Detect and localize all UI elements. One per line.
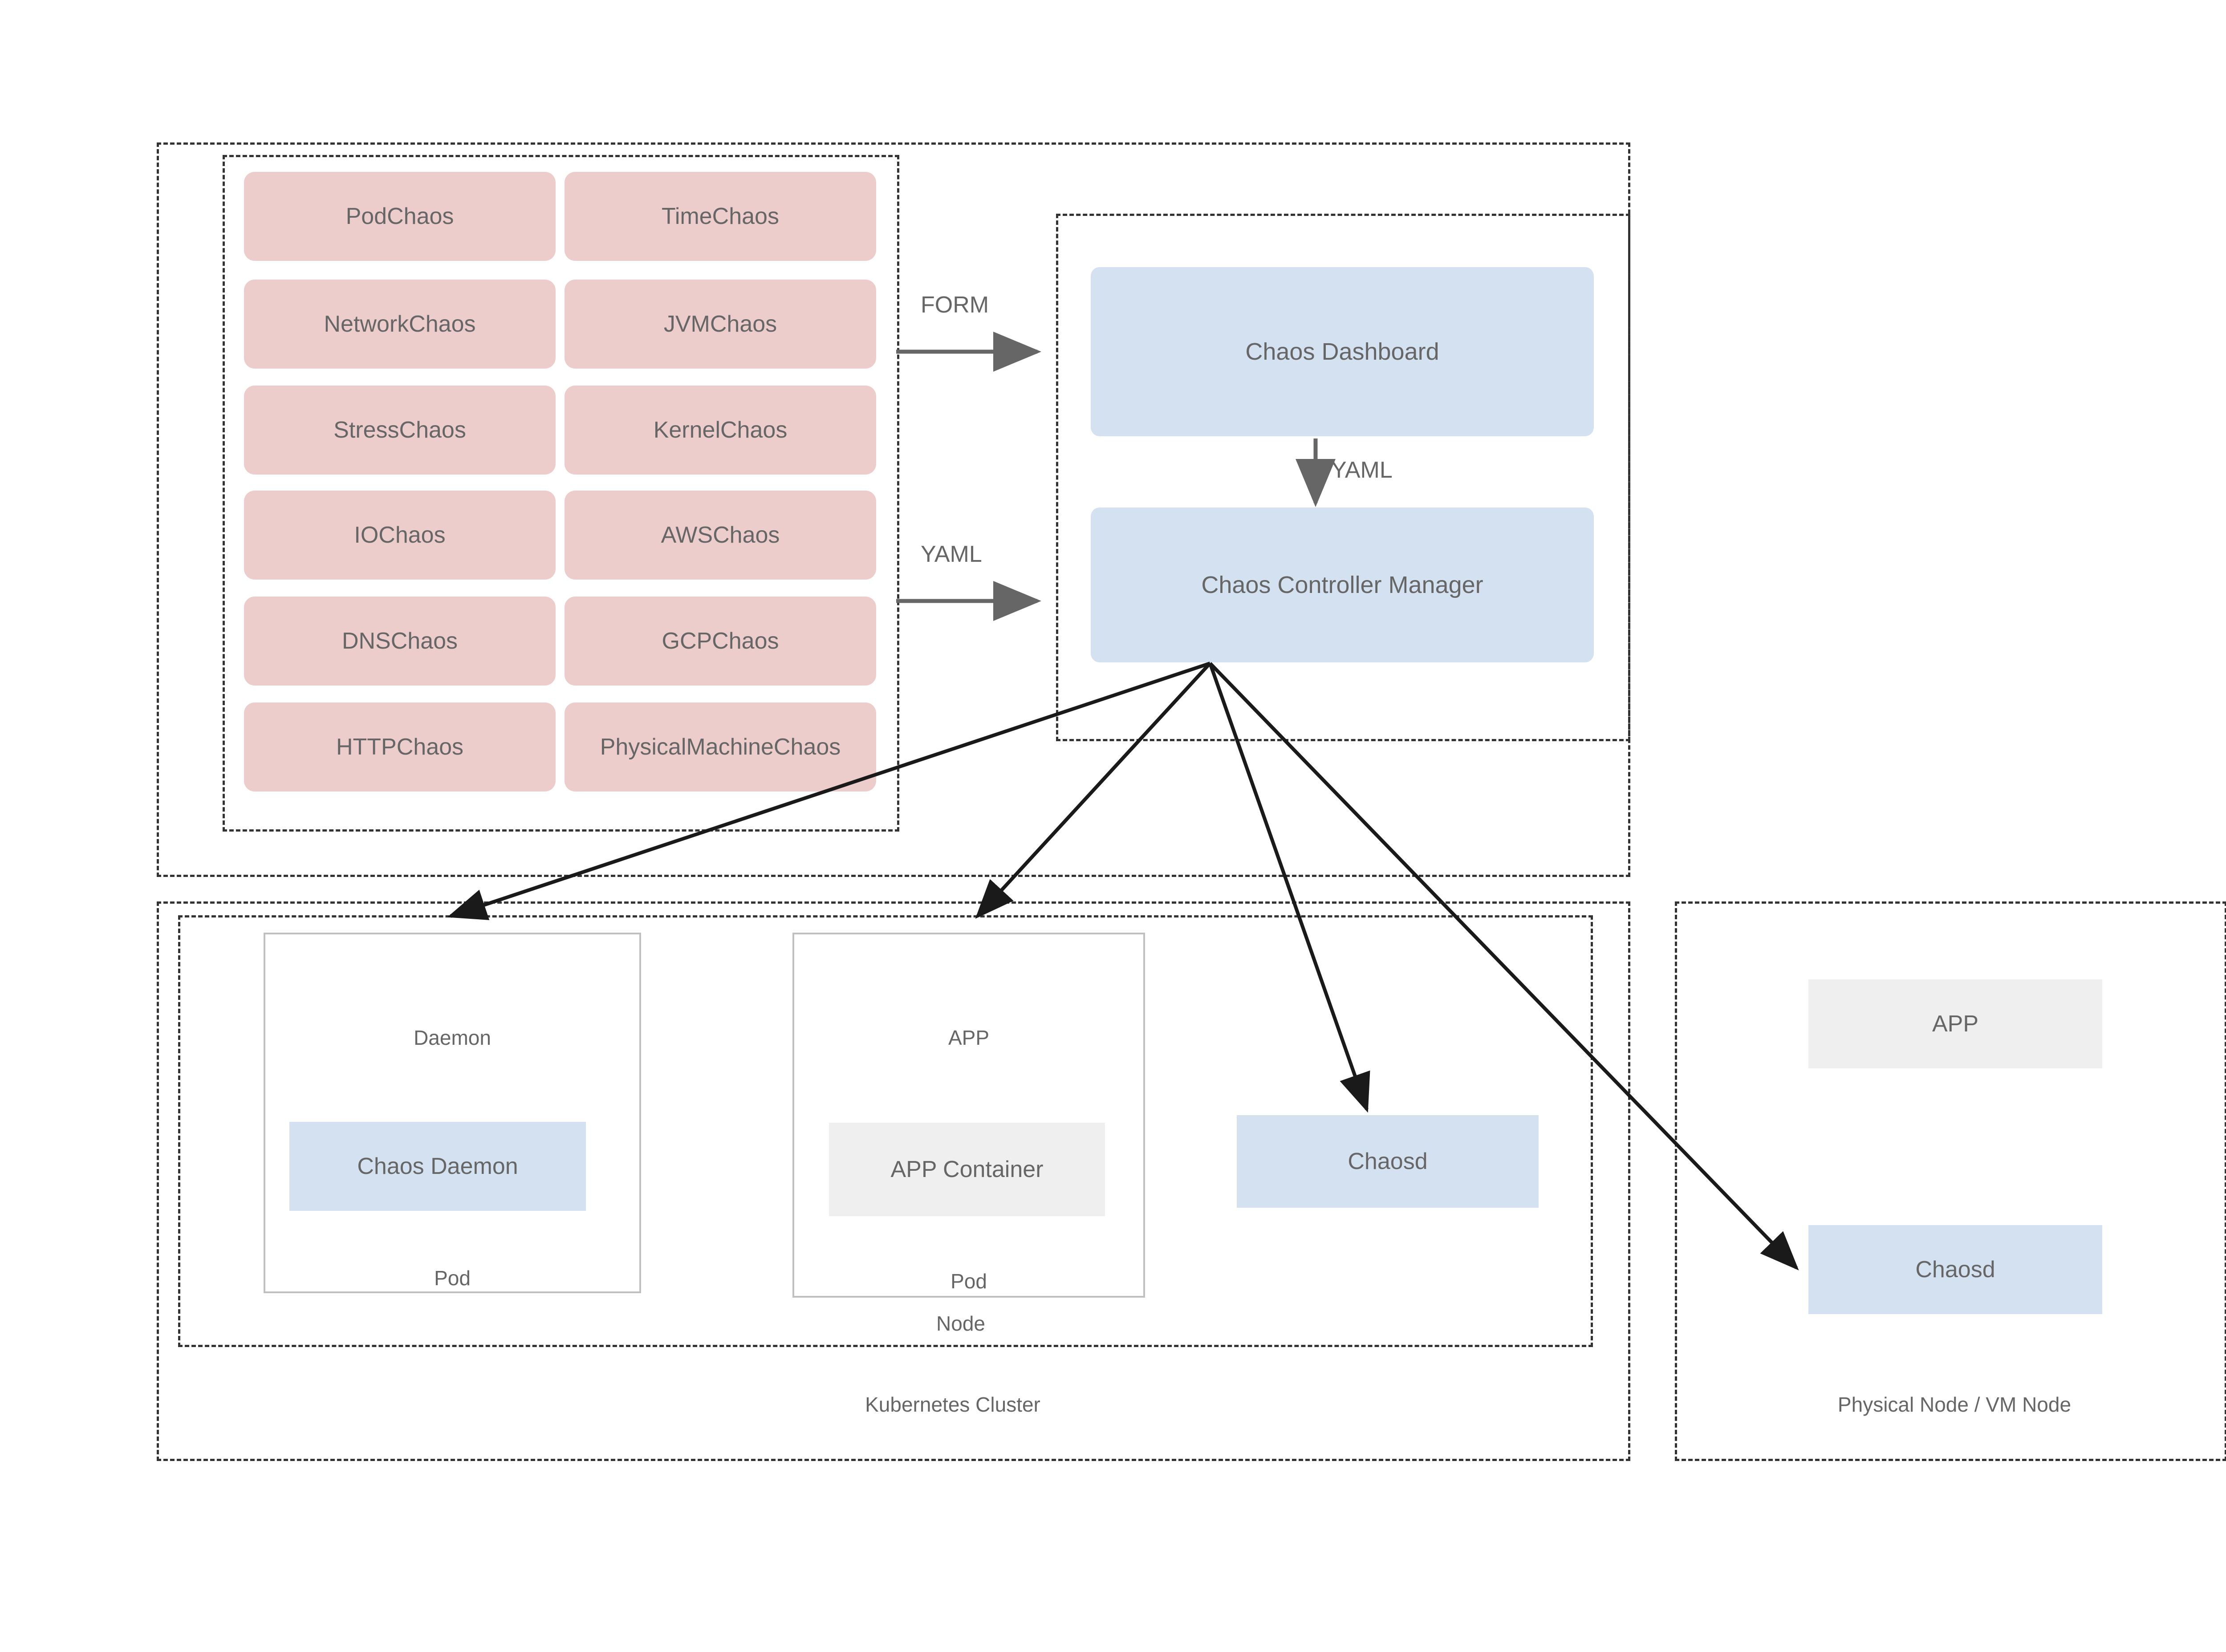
physical-node-label: Physical Node / VM Node: [1837, 1393, 2072, 1416]
app-container-box[interactable]: APP Container: [829, 1123, 1105, 1216]
physical-app-box[interactable]: APP: [1808, 979, 2102, 1068]
chaos-type-card[interactable]: StressChaos: [244, 386, 556, 475]
daemon-pod-title: Daemon: [414, 1026, 491, 1049]
chaosd-physical-box[interactable]: Chaosd: [1808, 1225, 2102, 1314]
chaos-type-card[interactable]: TimeChaos: [565, 172, 876, 261]
app-pod-title: APP: [948, 1026, 990, 1049]
chaos-controller-manager-box[interactable]: Chaos Controller Manager: [1091, 507, 1594, 662]
chaos-dashboard-box[interactable]: Chaos Dashboard: [1091, 267, 1594, 436]
chaos-type-card[interactable]: PhysicalMachineChaos: [565, 702, 876, 791]
node-label: Node: [936, 1312, 985, 1335]
chaosd-cluster-box[interactable]: Chaosd: [1237, 1115, 1539, 1208]
app-pod-foot: Pod: [951, 1270, 987, 1293]
kubernetes-cluster-label: Kubernetes Cluster: [865, 1393, 1040, 1416]
daemon-pod-foot: Pod: [434, 1266, 471, 1290]
daemon-pod-box: Daemon Pod: [264, 933, 641, 1293]
app-pod-box: APP Pod: [792, 933, 1145, 1298]
chaos-daemon-box[interactable]: Chaos Daemon: [289, 1122, 586, 1211]
chaos-type-card[interactable]: HTTPChaos: [244, 702, 556, 791]
chaos-type-card[interactable]: AWSChaos: [565, 491, 876, 580]
chaos-type-card[interactable]: JVMChaos: [565, 280, 876, 369]
chaos-type-card[interactable]: PodChaos: [244, 172, 556, 261]
chaos-type-card[interactable]: DNSChaos: [244, 597, 556, 686]
chaos-type-card[interactable]: IOChaos: [244, 491, 556, 580]
edge-label-yaml-types: YAML: [921, 541, 982, 567]
chaos-type-card[interactable]: GCPChaos: [565, 597, 876, 686]
chaos-type-card[interactable]: KernelChaos: [565, 386, 876, 475]
edge-label-yaml-dashboard: YAML: [1331, 457, 1393, 483]
edge-label-form: FORM: [921, 292, 989, 318]
chaos-type-card[interactable]: NetworkChaos: [244, 280, 556, 369]
